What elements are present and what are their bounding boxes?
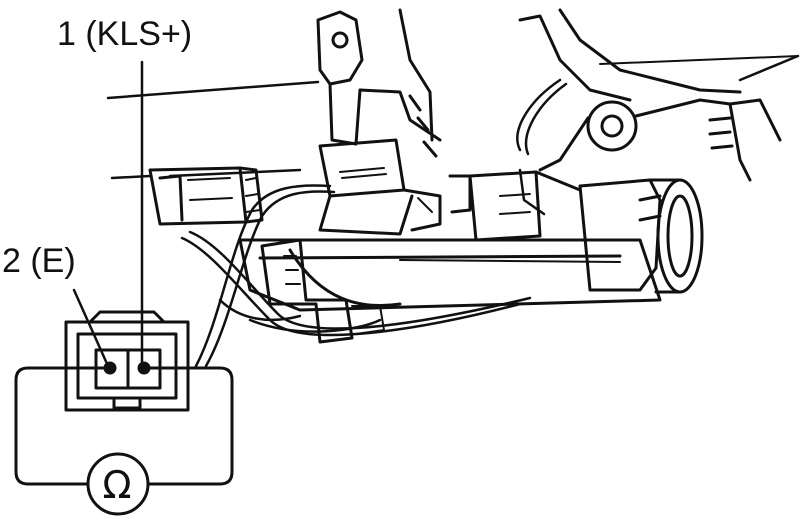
ohmmeter-circuit: [14, 366, 234, 516]
ohm-symbol: Ω: [102, 463, 132, 507]
upper-connector: [318, 138, 442, 236]
ohmmeter-icon: [86, 452, 150, 516]
hanger-bracket: [518, 8, 782, 182]
leader-lines: [72, 60, 144, 368]
left-connector: [148, 166, 264, 226]
cylinder-connector: [448, 170, 582, 242]
reference-lines: [106, 54, 800, 180]
key-cylinder: [578, 178, 704, 294]
leader-line-2: [72, 288, 110, 368]
terminal-1-label: 1 (KLS+): [57, 15, 193, 53]
wiring-harness: [180, 78, 568, 368]
mounting-bracket: [316, 8, 442, 158]
terminal-2-label: 2 (E): [2, 242, 76, 280]
terminal-connector: [64, 310, 190, 412]
